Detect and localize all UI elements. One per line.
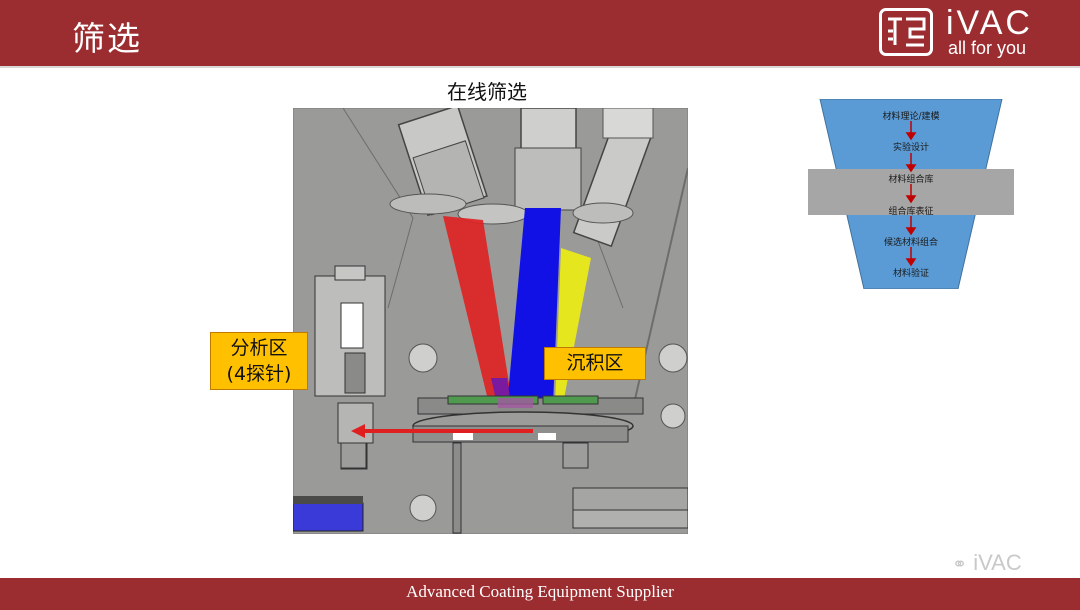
wechat-icon: ⚭ — [952, 554, 968, 574]
funnel-step-design: 实验设计 — [892, 143, 929, 153]
screening-funnel: 材料理论/建模 实验设计 材料组合库 组合库表征 候选材料组合 材料验证 — [808, 99, 1014, 289]
wechat-watermark: ⚭ iVAC — [952, 550, 1022, 576]
section-title: 在线筛选 — [447, 80, 527, 104]
watermark-text: iVAC — [973, 550, 1022, 575]
analysis-zone-label: 分析区 — [230, 337, 288, 359]
sputter-gun-center — [514, 108, 582, 211]
probe-count-label: (4探针) — [226, 363, 292, 385]
funnel-step-modeling: 材料理论/建模 — [882, 112, 940, 122]
funnel-step-library: 材料组合库 — [888, 175, 934, 185]
funnel-arrows — [905, 121, 917, 267]
footer-text: Advanced Coating Equipment Supplier — [406, 582, 674, 601]
deposition-zone-callout: 沉积区 — [544, 347, 646, 380]
analysis-zone-callout: 分析区 (4探针) — [210, 332, 308, 390]
chamber-render-image — [293, 108, 688, 534]
header-bar: 筛选 iVAC all for you — [0, 0, 1080, 68]
funnel-step-characterization: 组合库表征 — [888, 207, 934, 217]
ivac-logo-icon — [879, 8, 933, 56]
funnel-step-validation: 材料验证 — [892, 269, 929, 279]
page-title: 筛选 — [72, 19, 142, 58]
logo-name: iVAC — [946, 4, 1033, 42]
logo-mark-icon — [888, 17, 926, 47]
logo-tagline: all for you — [948, 38, 1027, 58]
funnel-step-candidates: 候选材料组合 — [883, 238, 938, 248]
funnel-shape — [808, 99, 1014, 289]
red-beam — [443, 216, 511, 400]
footer-bar: Advanced Coating Equipment Supplier — [0, 578, 1080, 610]
probe-assembly — [314, 265, 386, 470]
